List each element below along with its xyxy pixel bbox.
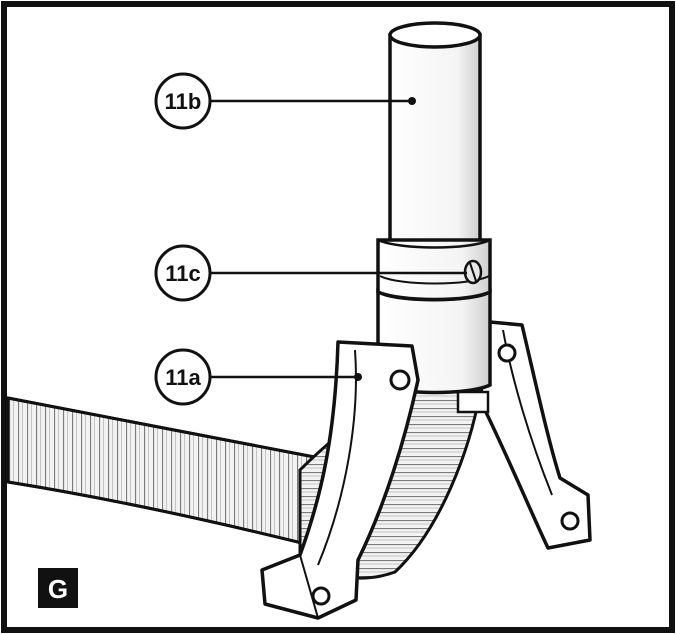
panel-letter-badge: G xyxy=(38,568,78,608)
callout-label: 11a xyxy=(165,365,201,390)
callout-11a: 11a xyxy=(154,348,212,406)
callout-label: 11b xyxy=(165,89,202,114)
base-rear-leg xyxy=(478,320,592,550)
leader-dot-11b xyxy=(408,97,416,105)
callout-11b: 11b xyxy=(154,72,212,130)
coupling-sleeve xyxy=(376,238,492,302)
callout-11c: 11c xyxy=(154,244,212,302)
panel-letter: G xyxy=(48,574,68,604)
lock-pin-11c xyxy=(463,259,483,285)
tube-11b xyxy=(388,21,482,244)
callout-label: 11c xyxy=(165,261,201,286)
leader-dot-11a xyxy=(354,373,362,381)
